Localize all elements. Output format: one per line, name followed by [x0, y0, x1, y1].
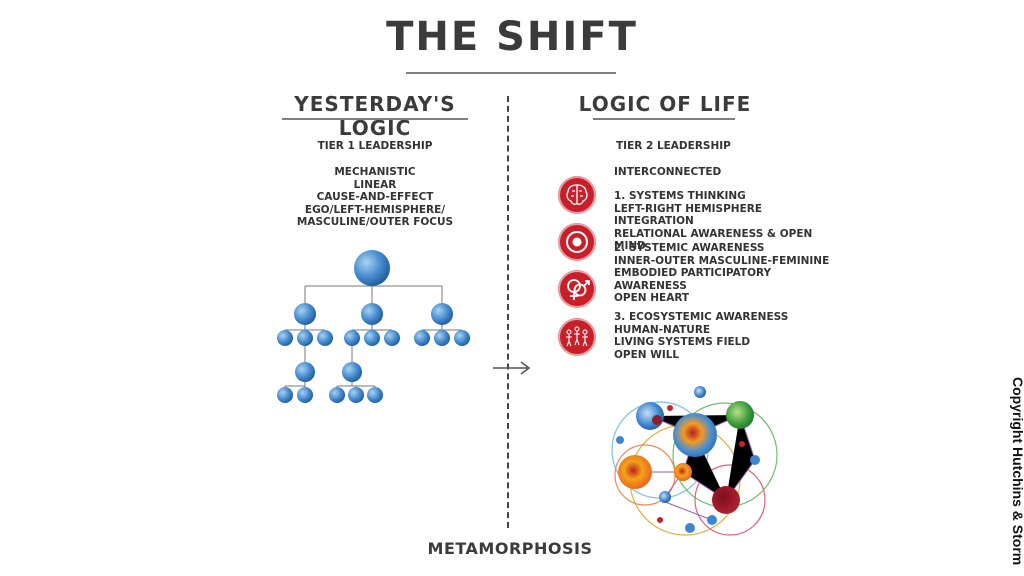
people-nature-icon — [558, 318, 596, 356]
page-title: THE SHIFT — [386, 14, 638, 60]
title-underline — [406, 72, 616, 74]
left-tier: TIER 1 LEADERSHIP — [317, 140, 433, 152]
right-item-line: OPEN HEART — [614, 292, 690, 304]
right-item-line: 1. SYSTEMS THINKING — [614, 190, 746, 202]
brain-icon — [558, 176, 596, 214]
right-item-2: 2. SYSTEMIC AWARENESS INNER-OUTER MASCUL… — [614, 242, 844, 305]
right-heading-underline — [593, 118, 735, 120]
tree-root-node — [354, 250, 390, 286]
right-intro: INTERCONNECTED — [614, 166, 722, 178]
right-item-line: EMBODIED PARTICIPATORY AWARENESS — [614, 267, 772, 292]
left-heading-underline — [282, 118, 468, 120]
left-description: MECHANISTIC LINEAR CAUSE-AND-EFFECT EGO/… — [260, 166, 490, 229]
right-heading: LOGIC OF LIFE — [578, 92, 752, 116]
left-line: MASCULINE/OUTER FOCUS — [296, 216, 454, 228]
right-item-line: LIVING SYSTEMS FIELD — [614, 336, 751, 348]
right-item-3: 3. ECOSYSTEMIC AWARENESS HUMAN-NATURE LI… — [614, 311, 844, 361]
left-line: MECHANISTIC — [334, 166, 416, 178]
right-tier: TIER 2 LEADERSHIP — [616, 140, 731, 152]
right-item-1: 1. SYSTEMS THINKING LEFT-RIGHT HEMISPHER… — [614, 190, 844, 253]
right-item-line: 3. ECOSYSTEMIC AWARENESS — [614, 311, 789, 323]
left-heading: YESTERDAY'S LOGIC — [294, 92, 456, 140]
target-circle-icon — [558, 223, 596, 261]
right-item-line: HUMAN-NATURE — [614, 323, 711, 336]
left-line: EGO/LEFT-HEMISPHERE/ — [304, 203, 446, 216]
right-item-line: INNER-OUTER MASCULINE-FEMININE — [614, 254, 830, 267]
right-item-line: 2. SYSTEMIC AWARENESS — [614, 242, 765, 254]
living-systems-network-illustration — [611, 386, 778, 536]
copyright-notice: Copyright Hutchins & Storm — [1010, 377, 1024, 566]
hierarchy-tree-diagram — [277, 250, 470, 403]
right-item-line: OPEN WILL — [614, 348, 680, 361]
footer-label: METAMORPHOSIS — [427, 539, 593, 558]
center-divider — [507, 96, 509, 528]
arrow-right-icon — [493, 361, 531, 375]
left-line: LINEAR — [353, 178, 397, 191]
right-item-line: RELATIONAL AWARENESS & OPEN MIND — [614, 227, 813, 253]
right-item-line: LEFT-RIGHT HEMISPHERE INTEGRATION — [614, 202, 763, 228]
gender-symbols-icon — [558, 270, 596, 308]
left-line: CAUSE-AND-EFFECT — [316, 191, 434, 203]
